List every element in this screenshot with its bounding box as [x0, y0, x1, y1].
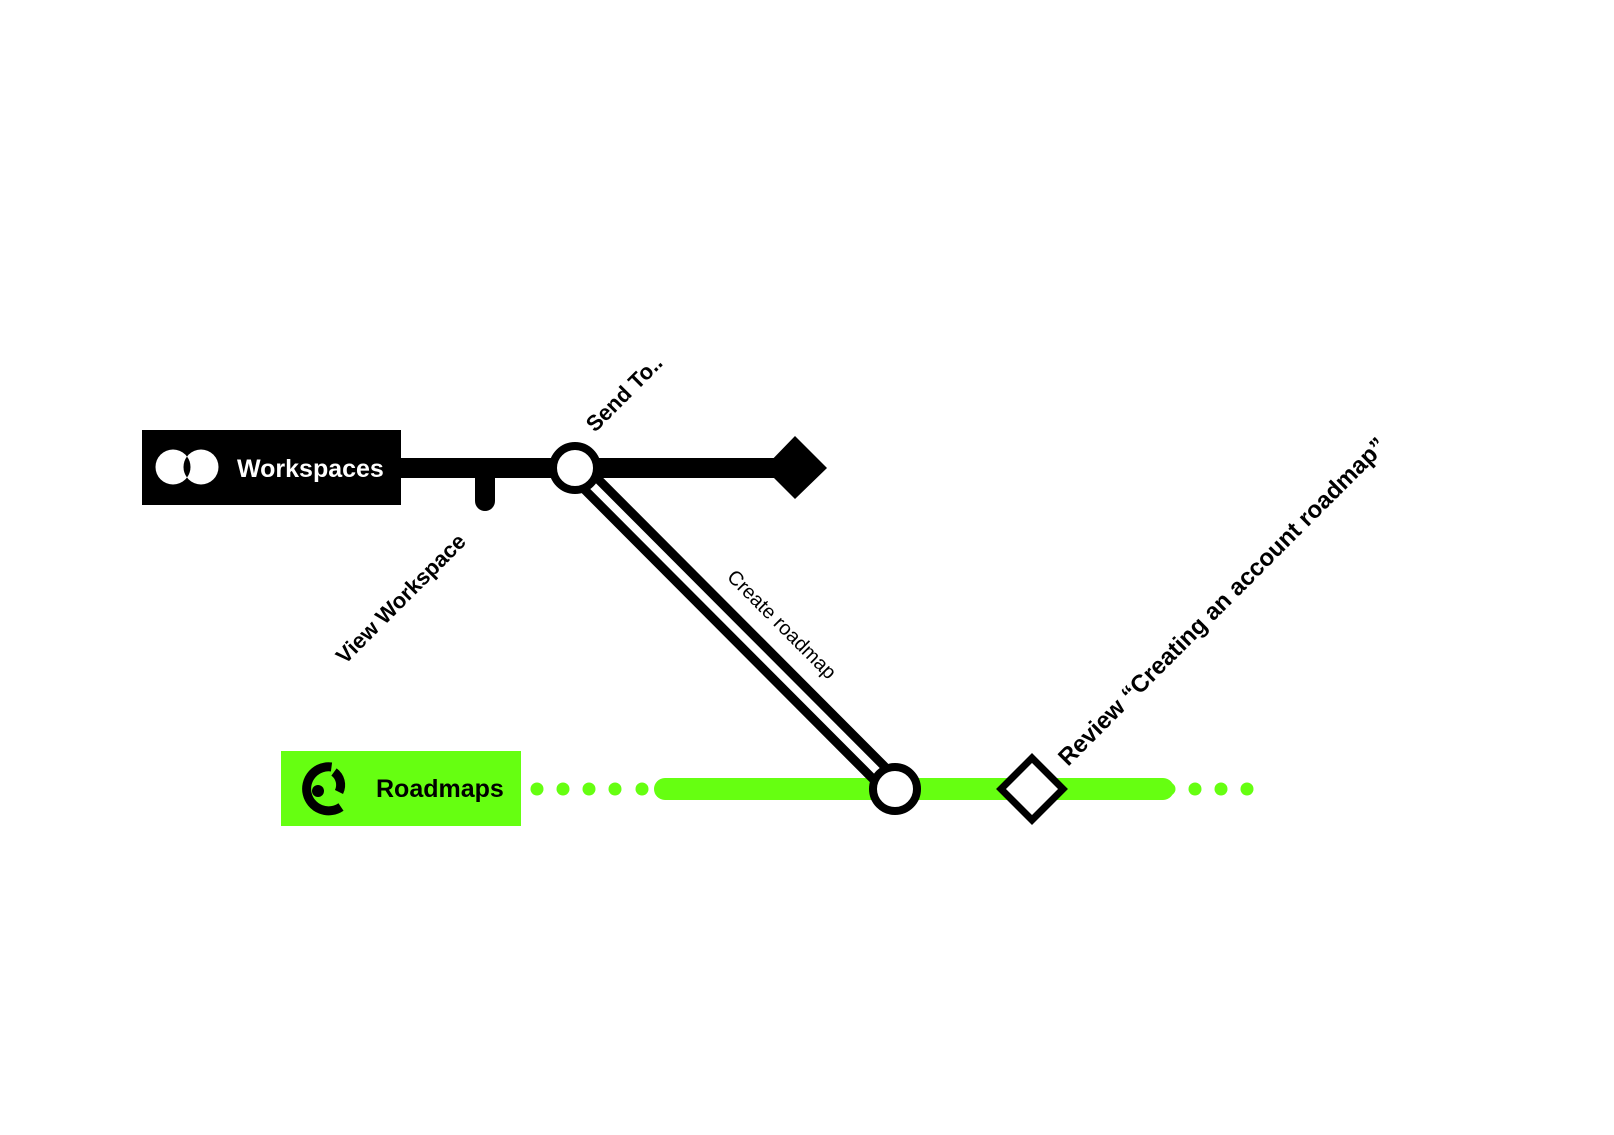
view-workspace-tick[interactable]	[475, 468, 495, 511]
segmented-ring-icon	[302, 762, 346, 816]
workspaces-end-diamond[interactable]	[764, 436, 827, 499]
roadmaps-dotted-start	[530, 782, 649, 796]
roadmaps-line-name: Roadmaps	[376, 775, 504, 803]
workspaces-line-label[interactable]: Workspaces	[142, 430, 401, 505]
workspaces-line-name: Workspaces	[237, 455, 384, 483]
roadmaps-line-label[interactable]: Roadmaps	[281, 751, 521, 826]
roadmaps-dotted-end	[1162, 782, 1254, 796]
send-to-station[interactable]	[549, 442, 601, 494]
view-workspace-label: View Workspace	[331, 529, 471, 669]
review-label: Review “Creating an account roadmap”	[1053, 432, 1392, 771]
send-to-label: Send To..	[581, 350, 668, 437]
overlapping-circles-icon	[155, 449, 219, 485]
create-roadmap-connector	[565, 458, 905, 799]
review-station-diamond[interactable]	[996, 753, 1068, 825]
create-roadmap-station[interactable]	[869, 763, 921, 815]
